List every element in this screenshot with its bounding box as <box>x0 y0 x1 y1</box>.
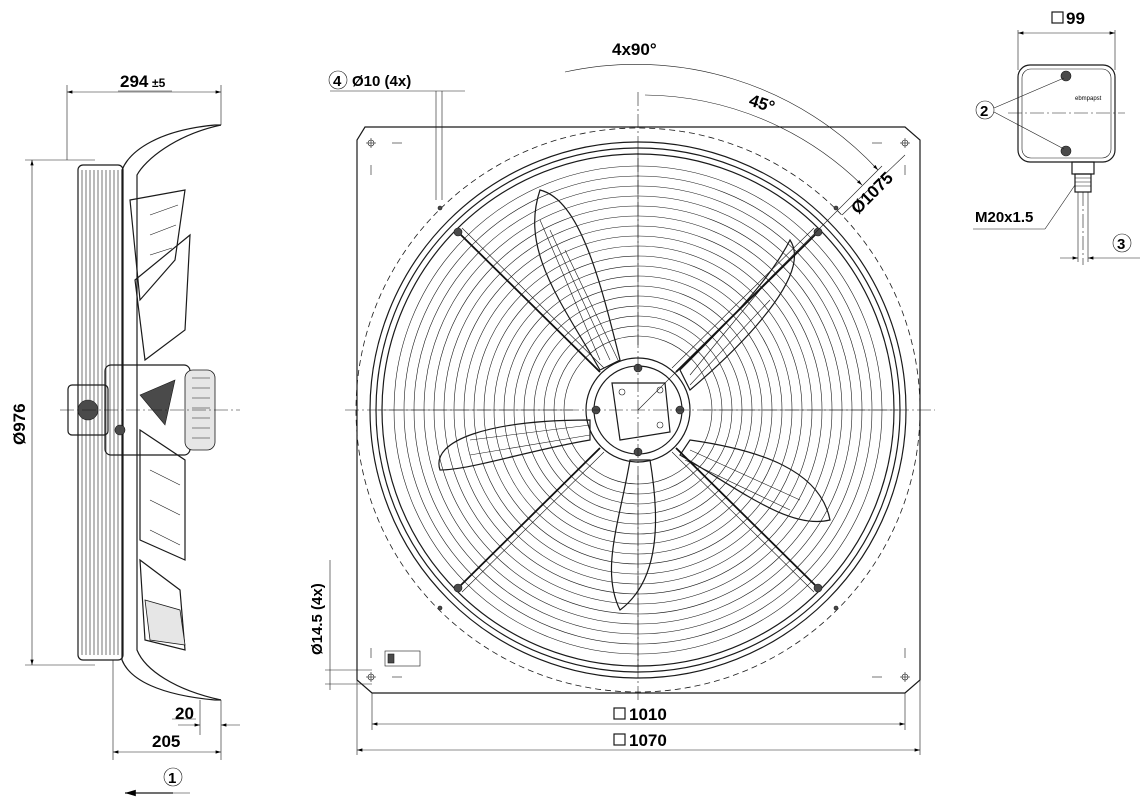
rating-plate <box>384 650 421 667</box>
side-blades <box>129 189 191 651</box>
front-blades <box>438 189 831 611</box>
callout-3: 3 <box>1060 233 1140 260</box>
dim-square-1070: 1070 <box>629 731 667 750</box>
terminal-box <box>1017 64 1116 163</box>
dim-depth-205: 205 <box>152 732 180 751</box>
callout-3-label: 3 <box>1117 236 1125 253</box>
dim-depth-tol: ±5 <box>152 76 166 90</box>
callout-2: 2 <box>975 77 1065 150</box>
side-view: 294 ±5 Ø976 20 205 1 <box>10 72 240 797</box>
dim-offset-20: 20 <box>175 704 194 723</box>
front-view: 4 Ø10 (4x) Ø14.5 (4x) 4x90° 45° Ø1075 <box>309 40 935 755</box>
box-logo: ebmpapst <box>1075 96 1102 102</box>
dim-box-99: 99 <box>1066 9 1085 28</box>
side-guard-wires <box>77 164 124 661</box>
terminal-box-view: 99 ebmpapst 2 M20x1.5 3 <box>973 9 1140 265</box>
dim-hole-d10: Ø10 (4x) <box>352 73 411 90</box>
callout-4-label: 4 <box>333 73 342 90</box>
corner-holes <box>366 138 910 682</box>
dim-angle-45: 45° <box>747 91 778 117</box>
dim-diameter-guard: Ø976 <box>10 403 29 445</box>
callout-4: 4 Ø10 (4x) <box>328 70 465 200</box>
dim-angle-4x90: 4x90° <box>612 40 657 59</box>
callout-1-label: 1 <box>168 770 176 787</box>
callout-1: 1 <box>125 767 190 797</box>
dim-hole-d145: Ø14.5 (4x) <box>309 583 326 655</box>
dim-square-1010: 1010 <box>629 705 667 724</box>
dim-depth-total: 294 <box>120 72 149 91</box>
dim-hole-d145-group: Ø14.5 (4x) <box>309 560 372 690</box>
dim-thread: M20x1.5 <box>975 209 1033 226</box>
callout-2-label: 2 <box>980 103 988 120</box>
